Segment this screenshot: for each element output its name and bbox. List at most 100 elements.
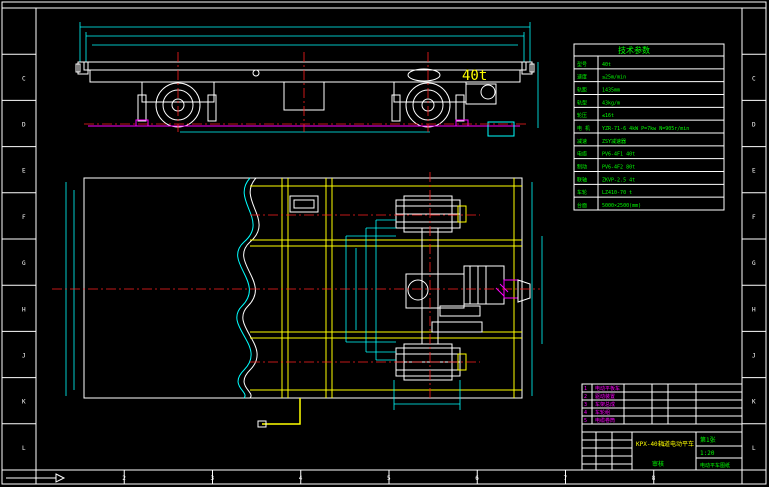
spec-row-value: YZR-71-6 4kW P=7kw N=905r/min <box>602 126 689 132</box>
inspection-plate <box>289 195 319 213</box>
col-number: 3 <box>211 475 215 482</box>
spec-row-label: 台面 <box>577 202 587 209</box>
row-letter-right: L <box>752 445 756 452</box>
drive-pulley-side <box>480 84 496 100</box>
tb-part-index: 1 <box>584 386 587 392</box>
spec-row-label: 制动 <box>577 164 587 171</box>
tonnage-label: 40t <box>462 68 487 84</box>
cable-terminal <box>257 420 267 428</box>
drive-motor-side <box>465 83 497 105</box>
row-letter-left: F <box>22 214 26 221</box>
break-line <box>236 177 254 399</box>
wheelset-left <box>137 81 217 128</box>
spec-table-title: 技术参数 <box>618 45 650 55</box>
frame-zone-ticks <box>2 7 766 484</box>
rail-stop-left <box>135 119 149 127</box>
side-view: 40t <box>75 22 539 137</box>
spec-row-value: ZKVP-2.5 4t <box>602 177 635 183</box>
deck-beam <box>89 69 521 83</box>
spec-row-label: 减速 <box>577 138 587 145</box>
axlebox-right-b <box>455 94 465 122</box>
spec-row-value: 5000×2500(mm) <box>602 203 641 209</box>
spec-row-value: LZ410-70 t <box>602 190 632 196</box>
wheelset-right <box>391 81 497 128</box>
plan-frame-outline <box>83 177 523 399</box>
approved-label: 审核 <box>652 460 664 468</box>
coupling-guard <box>439 305 481 317</box>
spec-table-outline <box>573 43 725 211</box>
centerlines <box>52 52 540 400</box>
col-number: 4 <box>299 475 303 482</box>
tb-part-name: 驱动装置 <box>595 393 615 400</box>
spec-row-value: ≤25m/min <box>602 75 626 81</box>
col-number: 2 <box>122 475 126 482</box>
plan-wheelset-top <box>395 195 467 233</box>
row-letter-right: D <box>752 122 756 129</box>
spec-row-value: ≤16t <box>602 113 614 119</box>
spec-row-label: 联轴 <box>577 176 587 183</box>
spec-row-label: 车轮 <box>577 189 587 196</box>
axlebox-left-a <box>137 94 147 122</box>
drive-unit <box>405 265 519 333</box>
tb-part-index: 4 <box>584 410 587 416</box>
orientation-arrow <box>6 473 66 483</box>
lift-eye <box>252 69 260 77</box>
tb-part-name: 车轮组 <box>595 409 610 416</box>
spec-row-label: 轨型 <box>577 99 587 106</box>
marker-ellipse <box>407 68 441 82</box>
buffer-left <box>75 63 81 73</box>
hatch-2 <box>499 283 509 293</box>
row-letter-left: H <box>22 306 26 313</box>
spec-row-value: PV6-4F2 80t <box>602 165 635 171</box>
deck-end-right <box>521 61 533 75</box>
cable-drum-plan <box>517 279 531 303</box>
row-letter-right: E <box>752 168 756 175</box>
spec-row-value: PV6-4F1 40t <box>602 152 635 158</box>
brake-hatch <box>495 283 509 297</box>
row-letter-right: C <box>752 75 756 82</box>
plan-view <box>52 52 543 428</box>
row-letter-left: G <box>22 260 26 267</box>
title-block <box>581 383 743 471</box>
gearbox-boss <box>407 279 429 301</box>
frame-steel-members <box>250 178 522 398</box>
frame-inner-border <box>35 7 743 471</box>
arrow-head <box>55 473 66 483</box>
car-deck <box>75 61 535 111</box>
drum-flange <box>517 279 531 303</box>
row-letter-left: E <box>22 168 26 175</box>
scale-label: 1:20 <box>700 450 715 457</box>
side-view-dimensions <box>79 22 539 133</box>
row-letter-right: H <box>752 306 756 313</box>
row-letter-right: F <box>752 214 756 221</box>
company-name: 电动平车图纸 <box>700 462 730 469</box>
plan-dimensions <box>65 182 543 410</box>
deck-plate <box>83 61 527 71</box>
row-letter-right: K <box>752 399 756 406</box>
row-letter-left: C <box>22 75 26 82</box>
col-number: 6 <box>475 475 479 482</box>
sheet-label: 第1张 <box>700 436 716 444</box>
bearing-top <box>457 205 467 223</box>
spec-row-value: 43kg/m <box>602 100 620 106</box>
tb-part-name: 电动平板车 <box>595 385 620 392</box>
row-letter-left: L <box>22 445 26 452</box>
spec-row-label: 型号 <box>577 61 587 68</box>
row-letter-right: G <box>752 260 756 267</box>
break-line-2 <box>242 177 260 399</box>
tb-part-index: 3 <box>584 402 587 408</box>
power-cable <box>262 398 301 425</box>
spec-row-label: 电缆 <box>577 151 587 158</box>
tb-part-name: 电缆卷筒 <box>595 417 615 424</box>
hatch-1 <box>495 287 505 297</box>
rail-stop-right <box>455 119 469 127</box>
axlebox-right-a <box>391 94 401 122</box>
tb-part-index: 5 <box>584 418 587 424</box>
